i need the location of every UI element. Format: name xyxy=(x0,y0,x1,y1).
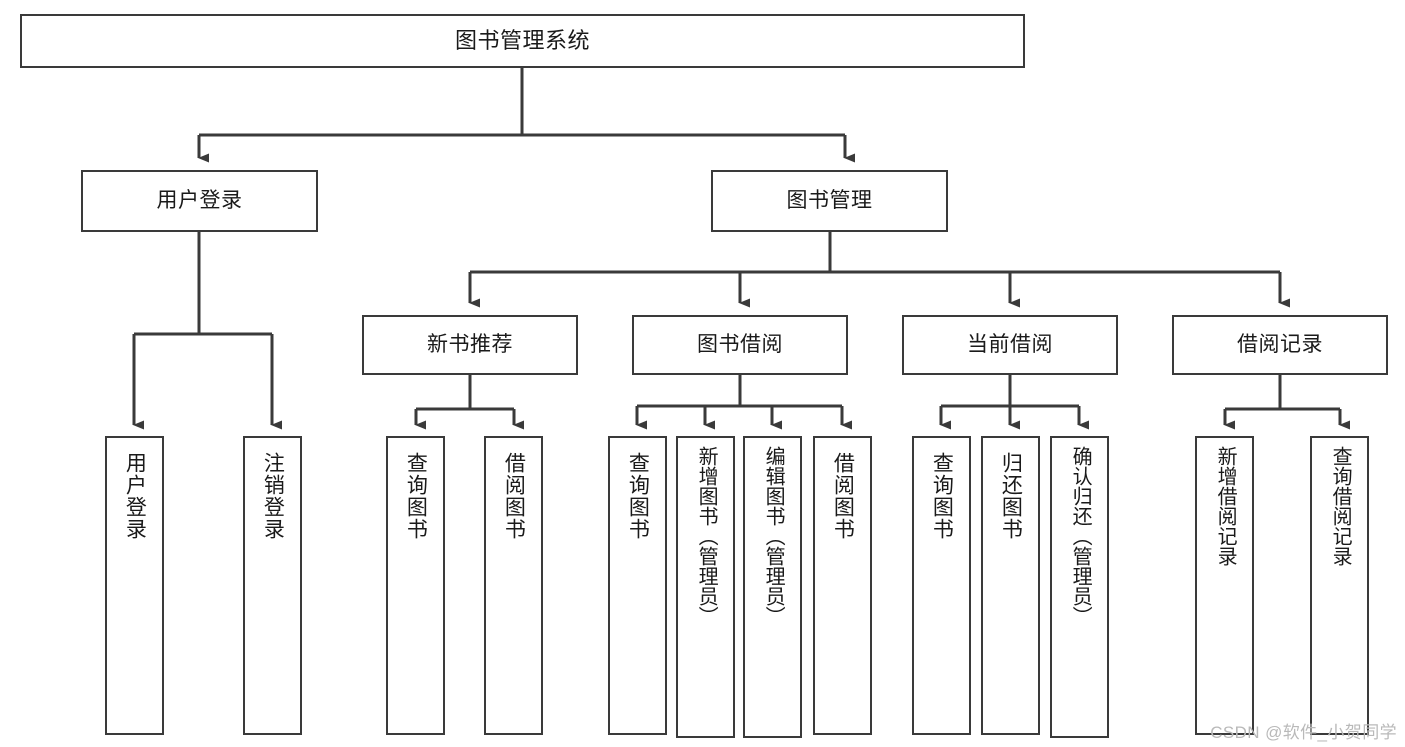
leaf-bb-edit-book-admin[interactable]: 编辑图书（管理员） xyxy=(743,436,802,738)
leaf-bb-borrow-book[interactable]: 借阅图书 xyxy=(813,436,872,735)
node-root-system[interactable]: 图书管理系统 xyxy=(20,14,1025,68)
node-user-login[interactable]: 用户登录 xyxy=(81,170,318,232)
leaf-cb-return-book[interactable]: 归还图书 xyxy=(981,436,1040,735)
leaf-bb-edit-book-admin-label: 编辑图书（管理员） xyxy=(762,446,785,626)
node-book-borrow[interactable]: 图书借阅 xyxy=(632,315,848,375)
node-root-system-label: 图书管理系统 xyxy=(454,27,590,53)
leaf-bb-borrow-book-label: 借阅图书 xyxy=(831,452,855,540)
leaf-nb-borrow-book-label: 借阅图书 xyxy=(502,452,526,540)
leaf-logout[interactable]: 注销登录 xyxy=(243,436,302,735)
leaf-bb-query-book-label: 查询图书 xyxy=(626,452,650,540)
leaf-nb-query-book-label: 查询图书 xyxy=(404,452,428,540)
leaf-cb-query-book-label: 查询图书 xyxy=(930,452,954,540)
node-current-borrow[interactable]: 当前借阅 xyxy=(902,315,1118,375)
leaf-br-query-record-label: 查询借阅记录 xyxy=(1329,446,1352,566)
leaf-bb-query-book[interactable]: 查询图书 xyxy=(608,436,667,735)
node-book-management-label: 图书管理 xyxy=(786,189,873,213)
leaf-cb-confirm-return-admin[interactable]: 确认归还（管理员） xyxy=(1050,436,1109,738)
node-book-borrow-label: 图书借阅 xyxy=(697,333,783,357)
node-new-book-recommend[interactable]: 新书推荐 xyxy=(362,315,578,375)
node-user-login-label: 用户登录 xyxy=(156,189,243,213)
leaf-br-query-record[interactable]: 查询借阅记录 xyxy=(1310,436,1369,735)
leaf-nb-query-book[interactable]: 查询图书 xyxy=(386,436,445,735)
leaf-bb-add-book-admin[interactable]: 新增图书（管理员） xyxy=(676,436,735,738)
leaf-br-add-record-label: 新增借阅记录 xyxy=(1214,446,1237,566)
node-new-book-recommend-label: 新书推荐 xyxy=(427,333,513,357)
leaf-br-add-record[interactable]: 新增借阅记录 xyxy=(1195,436,1254,735)
node-current-borrow-label: 当前借阅 xyxy=(967,333,1053,357)
leaf-bb-add-book-admin-label: 新增图书（管理员） xyxy=(695,446,718,626)
node-borrow-records[interactable]: 借阅记录 xyxy=(1172,315,1388,375)
leaf-user-login-label: 用户登录 xyxy=(123,452,147,540)
node-book-management[interactable]: 图书管理 xyxy=(711,170,948,232)
leaf-cb-return-book-label: 归还图书 xyxy=(999,452,1023,540)
leaf-user-login[interactable]: 用户登录 xyxy=(105,436,164,735)
leaf-cb-query-book[interactable]: 查询图书 xyxy=(912,436,971,735)
node-borrow-records-label: 借阅记录 xyxy=(1237,333,1323,357)
leaf-nb-borrow-book[interactable]: 借阅图书 xyxy=(484,436,543,735)
leaf-logout-label: 注销登录 xyxy=(261,452,285,540)
watermark-text: CSDN @软件_小贺同学 xyxy=(1210,723,1397,742)
leaf-cb-confirm-return-admin-label: 确认归还（管理员） xyxy=(1069,446,1092,626)
